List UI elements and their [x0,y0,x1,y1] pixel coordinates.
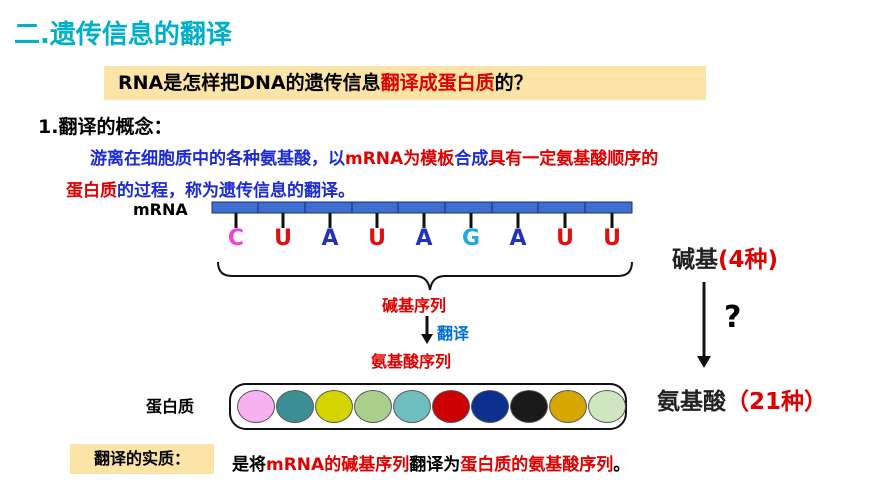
page-title: 二.遗传信息的翻译 [14,20,232,50]
definition-line-2: 蛋白质的过程，称为遗传信息的翻译。 [66,176,355,201]
protein-chain-frame [229,383,627,430]
right-down-arrow [697,282,711,368]
definition-text-2b: 的过程，称为遗传信息的翻译。 [117,181,355,201]
question-part2: 翻译成蛋白质 [380,72,495,94]
amino-acid-bead-9 [588,390,626,423]
amino-acid-bead-0 [237,390,275,423]
amino-acid-bead-1 [276,390,314,423]
essence-b: mRNA的碱基序列 [266,455,410,475]
base-letter-2: A [321,226,339,251]
mrna-strand [211,201,633,214]
protein-label: 蛋白质 [146,397,195,416]
question-part1: RNA是怎样把DNA的遗传信息 [118,72,381,94]
amino-text: 氨基酸 [657,389,726,415]
amino-acid-bead-6 [471,390,509,423]
essence-e: 。 [613,455,631,475]
base-letter-7: U [556,226,574,251]
essence-a: 是将 [232,455,266,475]
amino-21-types-label: 氨基酸（21种） [657,382,827,416]
amino-acid-bead-7 [510,390,548,423]
question-part3: 的？ [494,72,533,94]
essence-c: 翻译为 [409,455,461,475]
bases-text: 碱基 [672,247,718,273]
base-bracket [217,261,633,291]
bases-4-types-label: 碱基(4种) [672,240,778,274]
definition-text-1b: mRNA为模板 [345,149,455,169]
definition-text-1d: 具有一定氨基酸顺序的 [488,149,659,169]
bases-count: (4种) [718,247,779,273]
definition-text-2a: 蛋白质 [66,181,117,201]
base-letter-1: U [274,226,292,251]
base-sequence-label: 碱基序列 [382,296,447,315]
amino-count: （21种） [726,389,828,415]
translate-label: 翻译 [437,324,470,343]
base-letter-0: C [227,226,245,251]
base-ticks [234,213,614,228]
amino-acid-bead-3 [354,390,392,423]
essence-d: 蛋白质的氨基酸序列 [460,455,614,475]
amino-sequence-label: 氨基酸序列 [371,352,452,371]
amino-acid-bead-4 [393,390,431,423]
amino-acid-bead-8 [549,390,587,423]
translate-arrow [421,316,433,344]
base-letter-6: A [509,226,527,251]
essence-text: 是将mRNA的碱基序列翻译为蛋白质的氨基酸序列。 [232,450,630,475]
amino-acid-bead-2 [315,390,353,423]
mrna-label: mRNA [133,200,188,219]
concept-heading: 1.翻译的概念： [38,116,173,138]
base-letter-4: A [415,226,433,251]
definition-text-1c: 合成 [454,149,489,169]
definition-text-1a: 游离在细胞质中的各种氨基酸，以 [90,149,345,169]
amino-acid-bead-5 [432,390,470,423]
definition-line-1: 游离在细胞质中的各种氨基酸，以mRNA为模板合成具有一定氨基酸顺序的 [90,144,658,169]
question-mark: ? [724,300,742,335]
question-banner: RNA是怎样把DNA的遗传信息翻译成蛋白质的？ [104,66,706,100]
base-letter-3: U [368,226,386,251]
essence-label: 翻译的实质： [70,444,214,474]
base-letter-5: G [461,226,481,251]
base-letter-8: U [603,226,621,251]
